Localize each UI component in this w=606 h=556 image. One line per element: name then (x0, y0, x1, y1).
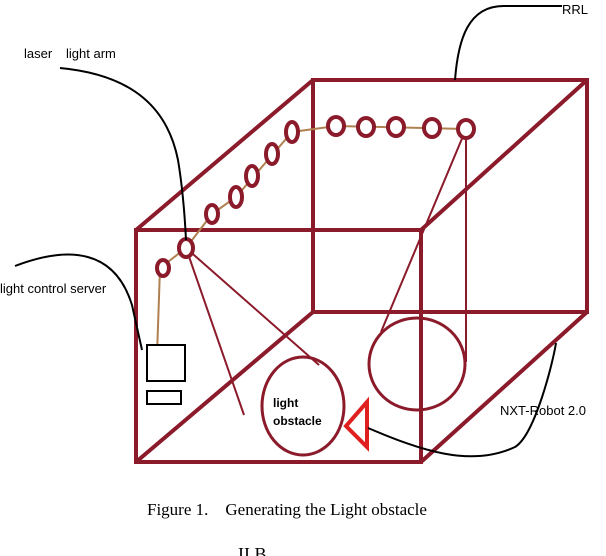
box-edge-bottom-right (419, 310, 589, 464)
label-nxt-robot: NXT-Robot 2.0 (500, 403, 586, 418)
laser-bead (422, 117, 442, 139)
cone-right-edge-a (380, 128, 467, 333)
laser-bead (155, 258, 171, 278)
cone-left-edge-a (185, 247, 245, 416)
box-edge-bottom-left (134, 310, 315, 464)
label-light-control-server: light control server (0, 281, 107, 296)
box-back-face (311, 78, 589, 314)
light-cones (185, 128, 467, 416)
rrl-box (134, 78, 589, 464)
light-spot-far (367, 316, 467, 412)
section-heading: II B (238, 544, 267, 556)
laser-bead (356, 116, 376, 138)
laser-bead (456, 118, 476, 140)
light-control-server-base (146, 390, 182, 405)
box-edge-top-right (419, 78, 589, 232)
figure-caption: Figure 1. Generating the Light obstacle (147, 500, 427, 519)
nxt-robot-marker (343, 396, 369, 452)
laser-bead (326, 115, 346, 137)
laser-bead (264, 142, 280, 166)
light-obstacle-spot (260, 355, 346, 457)
laser-beads (155, 115, 476, 278)
laser-bead (284, 120, 300, 144)
box-edge-top-left (134, 78, 315, 232)
label-laser: laser (24, 46, 53, 61)
laser-bead (177, 237, 195, 259)
leader-laser (59, 67, 187, 241)
leader-rrl (454, 4, 562, 81)
laser-bead (228, 185, 244, 209)
label-rrl: RRL (562, 2, 588, 17)
label-light-obstacle-1: light (273, 396, 298, 410)
leader-nxt-robot (367, 342, 557, 458)
label-light-obstacle-2: obstacle (273, 414, 322, 428)
label-light-arm: light arm (66, 46, 116, 61)
box-front-face (134, 228, 423, 464)
leader-lines (14, 4, 562, 458)
light-control-server-box (146, 344, 186, 382)
cone-left-edge-b (185, 247, 320, 366)
laser-bead (244, 164, 260, 188)
laser-bead (204, 203, 220, 225)
laser-bead (386, 116, 406, 138)
leader-light-control-server (14, 253, 143, 351)
